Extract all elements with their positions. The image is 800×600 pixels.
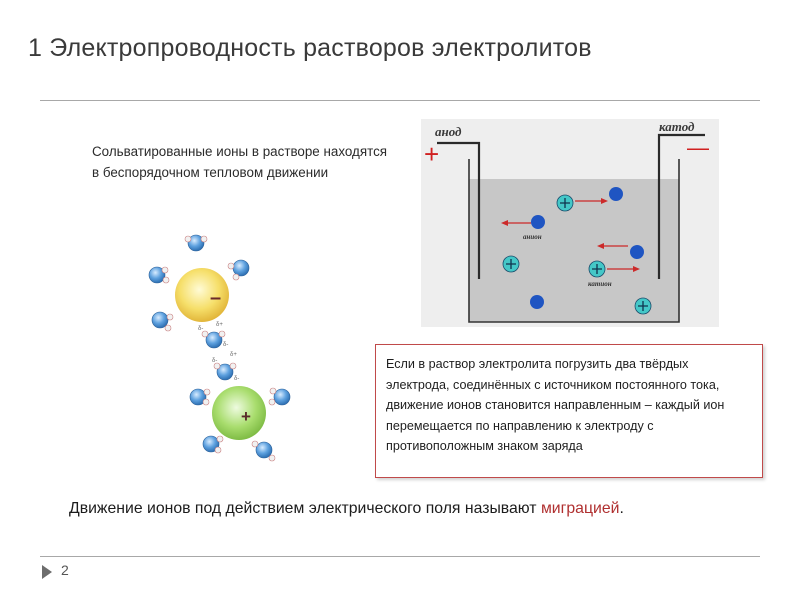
play-arrow-icon xyxy=(42,565,52,579)
cation xyxy=(588,260,606,278)
migration-term: миграцией xyxy=(540,500,620,517)
info-box-text: Если в раствор электролита погрузить два… xyxy=(386,357,725,453)
cation-motion-arrow xyxy=(607,266,640,272)
anions xyxy=(530,187,644,309)
solvation-caption: Сольватированные ионы в растворе находят… xyxy=(92,144,388,180)
anode-label: анод xyxy=(435,124,462,139)
water-molecule xyxy=(189,388,211,406)
motion-arrows xyxy=(501,198,640,272)
cation-label: катион xyxy=(588,280,612,288)
slide-title: 1 Электропроводность растворов электроли… xyxy=(28,34,592,62)
migration-statement: Движение ионов под действием электрическ… xyxy=(69,500,624,518)
delta-minus-label: δ- xyxy=(223,342,228,348)
water-molecule xyxy=(268,387,291,406)
top-divider xyxy=(40,100,760,101)
delta-plus-label: δ+ xyxy=(216,322,223,328)
anion-motion-arrow xyxy=(597,243,628,249)
page-number: 2 xyxy=(61,562,69,578)
delta-minus-label: δ- xyxy=(234,376,239,382)
water-molecule xyxy=(213,362,237,381)
anion-sphere: – xyxy=(175,268,229,322)
water-molecule xyxy=(201,330,226,349)
water-molecule xyxy=(151,311,174,332)
anion-sign: – xyxy=(210,287,221,309)
cation-sphere: + xyxy=(212,386,266,440)
electrolysis-cell-diagram: анод катод + — анион катион xyxy=(421,119,719,327)
cations xyxy=(502,194,652,315)
cation-motion-arrow xyxy=(575,198,608,204)
anode-electrode xyxy=(437,141,481,279)
solvated-ions-illustration: – + δ- δ+ δ- δ- δ+ δ- xyxy=(148,234,291,462)
cathode-electrode xyxy=(657,133,705,279)
anode-sign: + xyxy=(424,139,439,169)
info-box: Если в раствор электролита погрузить два… xyxy=(375,344,763,478)
water-molecule xyxy=(202,435,224,454)
water-molecule xyxy=(227,259,250,281)
anion xyxy=(609,187,623,201)
water-molecules xyxy=(148,234,291,462)
delta-plus-label: δ+ xyxy=(230,352,237,358)
partial-charge-labels: δ- δ+ δ- δ- δ+ δ- xyxy=(198,322,239,382)
migration-statement-prefix: Движение ионов под действием электрическ… xyxy=(69,500,541,517)
bottom-divider xyxy=(40,556,760,557)
delta-minus-label: δ- xyxy=(198,326,203,332)
anion-label: анион xyxy=(523,233,542,241)
delta-minus-label: δ- xyxy=(212,358,217,364)
water-molecule xyxy=(251,440,276,462)
cation-sign: + xyxy=(241,407,251,426)
water-molecule xyxy=(148,266,170,284)
anion-motion-arrow xyxy=(501,220,531,226)
cathode-label: катод xyxy=(659,119,695,134)
cation xyxy=(556,194,574,212)
migration-statement-suffix: . xyxy=(619,500,624,517)
vessel xyxy=(468,159,680,323)
anion xyxy=(530,295,544,309)
anion xyxy=(630,245,644,259)
cation xyxy=(634,297,652,315)
water-molecule xyxy=(184,234,208,252)
anion xyxy=(531,215,545,229)
cathode-sign: — xyxy=(687,135,709,160)
cation xyxy=(502,255,520,273)
